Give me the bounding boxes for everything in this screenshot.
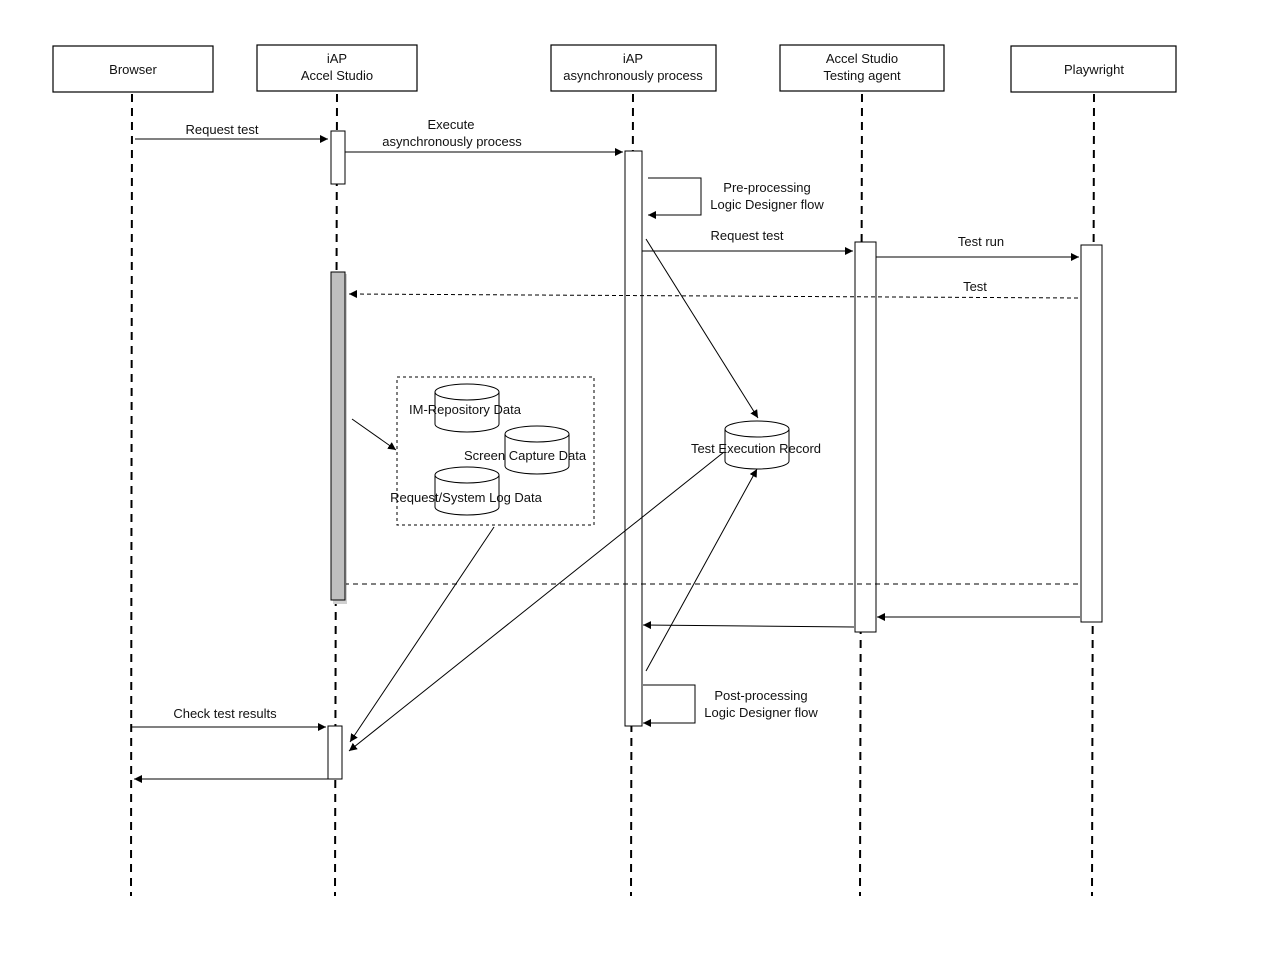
arrow-record-to-results [348,451,725,752]
participant-testing-agent: Accel Studio Testing agent [779,44,945,92]
label-request-test-1: Request test [186,122,259,137]
datastore-group [396,376,595,526]
participant-testing-agent-line1: Accel Studio [826,51,898,66]
activation-playwright [1080,244,1103,623]
test-execution-record-cylinder-icon [724,420,790,470]
label-im-repository: IM-Repository Data [409,402,522,417]
label-execute-line1: Execute [428,117,475,132]
arrow-test-dashed [348,290,1079,299]
activation-accel-studio-2 [327,725,343,780]
arrow-preprocessing-self [648,177,702,219]
activation-accel-studio-gray [330,271,346,601]
screen-capture-cylinder-icon [504,425,570,475]
lifeline-accel-studio [334,93,338,897]
label-screen-capture: Screen Capture Data [464,448,587,463]
label-test: Test [963,279,987,294]
activation-testing-agent [854,241,877,633]
label-test-run: Test run [958,234,1004,249]
arrow-datastore-to-results [349,526,495,743]
participant-playwright-label: Playwright [1064,62,1124,77]
participant-async-process-line2: asynchronously process [563,68,703,83]
request-log-cylinder-icon [434,466,500,516]
lifeline-testing-agent [859,93,863,897]
label-preprocessing-line2: Logic Designer flow [710,197,824,212]
activation-accel-studio-1 [330,130,346,185]
label-postprocessing-line2: Logic Designer flow [704,705,818,720]
label-test-execution-record: Test Execution Record [691,441,821,456]
arrow-to-datastore-group [351,418,397,451]
participant-testing-agent-line2: Testing agent [823,68,901,83]
label-preprocessing-line1: Pre-processing [723,180,810,195]
participant-browser-label: Browser [109,62,157,77]
label-request-test-2: Request test [711,228,784,243]
participant-accel-studio: iAP Accel Studio [256,44,418,92]
arrow-postprocessing-self [643,684,696,727]
arrow-update-test-execution-record [645,468,758,672]
lifeline-browser [130,93,133,897]
label-postprocessing-line1: Post-processing [714,688,807,703]
lifeline-playwright [1091,93,1095,897]
participant-accel-studio-line2: Accel Studio [301,68,373,83]
participant-accel-studio-line1: iAP [327,51,347,66]
participant-async-process-line1: iAP [623,51,643,66]
arrow-to-test-execution-record [645,238,759,419]
label-execute-line2: asynchronously process [382,134,522,149]
participant-async-process: iAP asynchronously process [550,44,717,92]
participant-playwright: Playwright [1010,45,1177,93]
activation-async-process [624,150,643,727]
label-request-log: Request/System Log Data [390,490,543,505]
lifelines [130,93,1095,897]
im-repository-cylinder-icon [434,383,500,433]
label-check-test-results: Check test results [173,706,277,721]
participant-browser: Browser [52,45,214,93]
arrow-agent-return [642,621,855,630]
